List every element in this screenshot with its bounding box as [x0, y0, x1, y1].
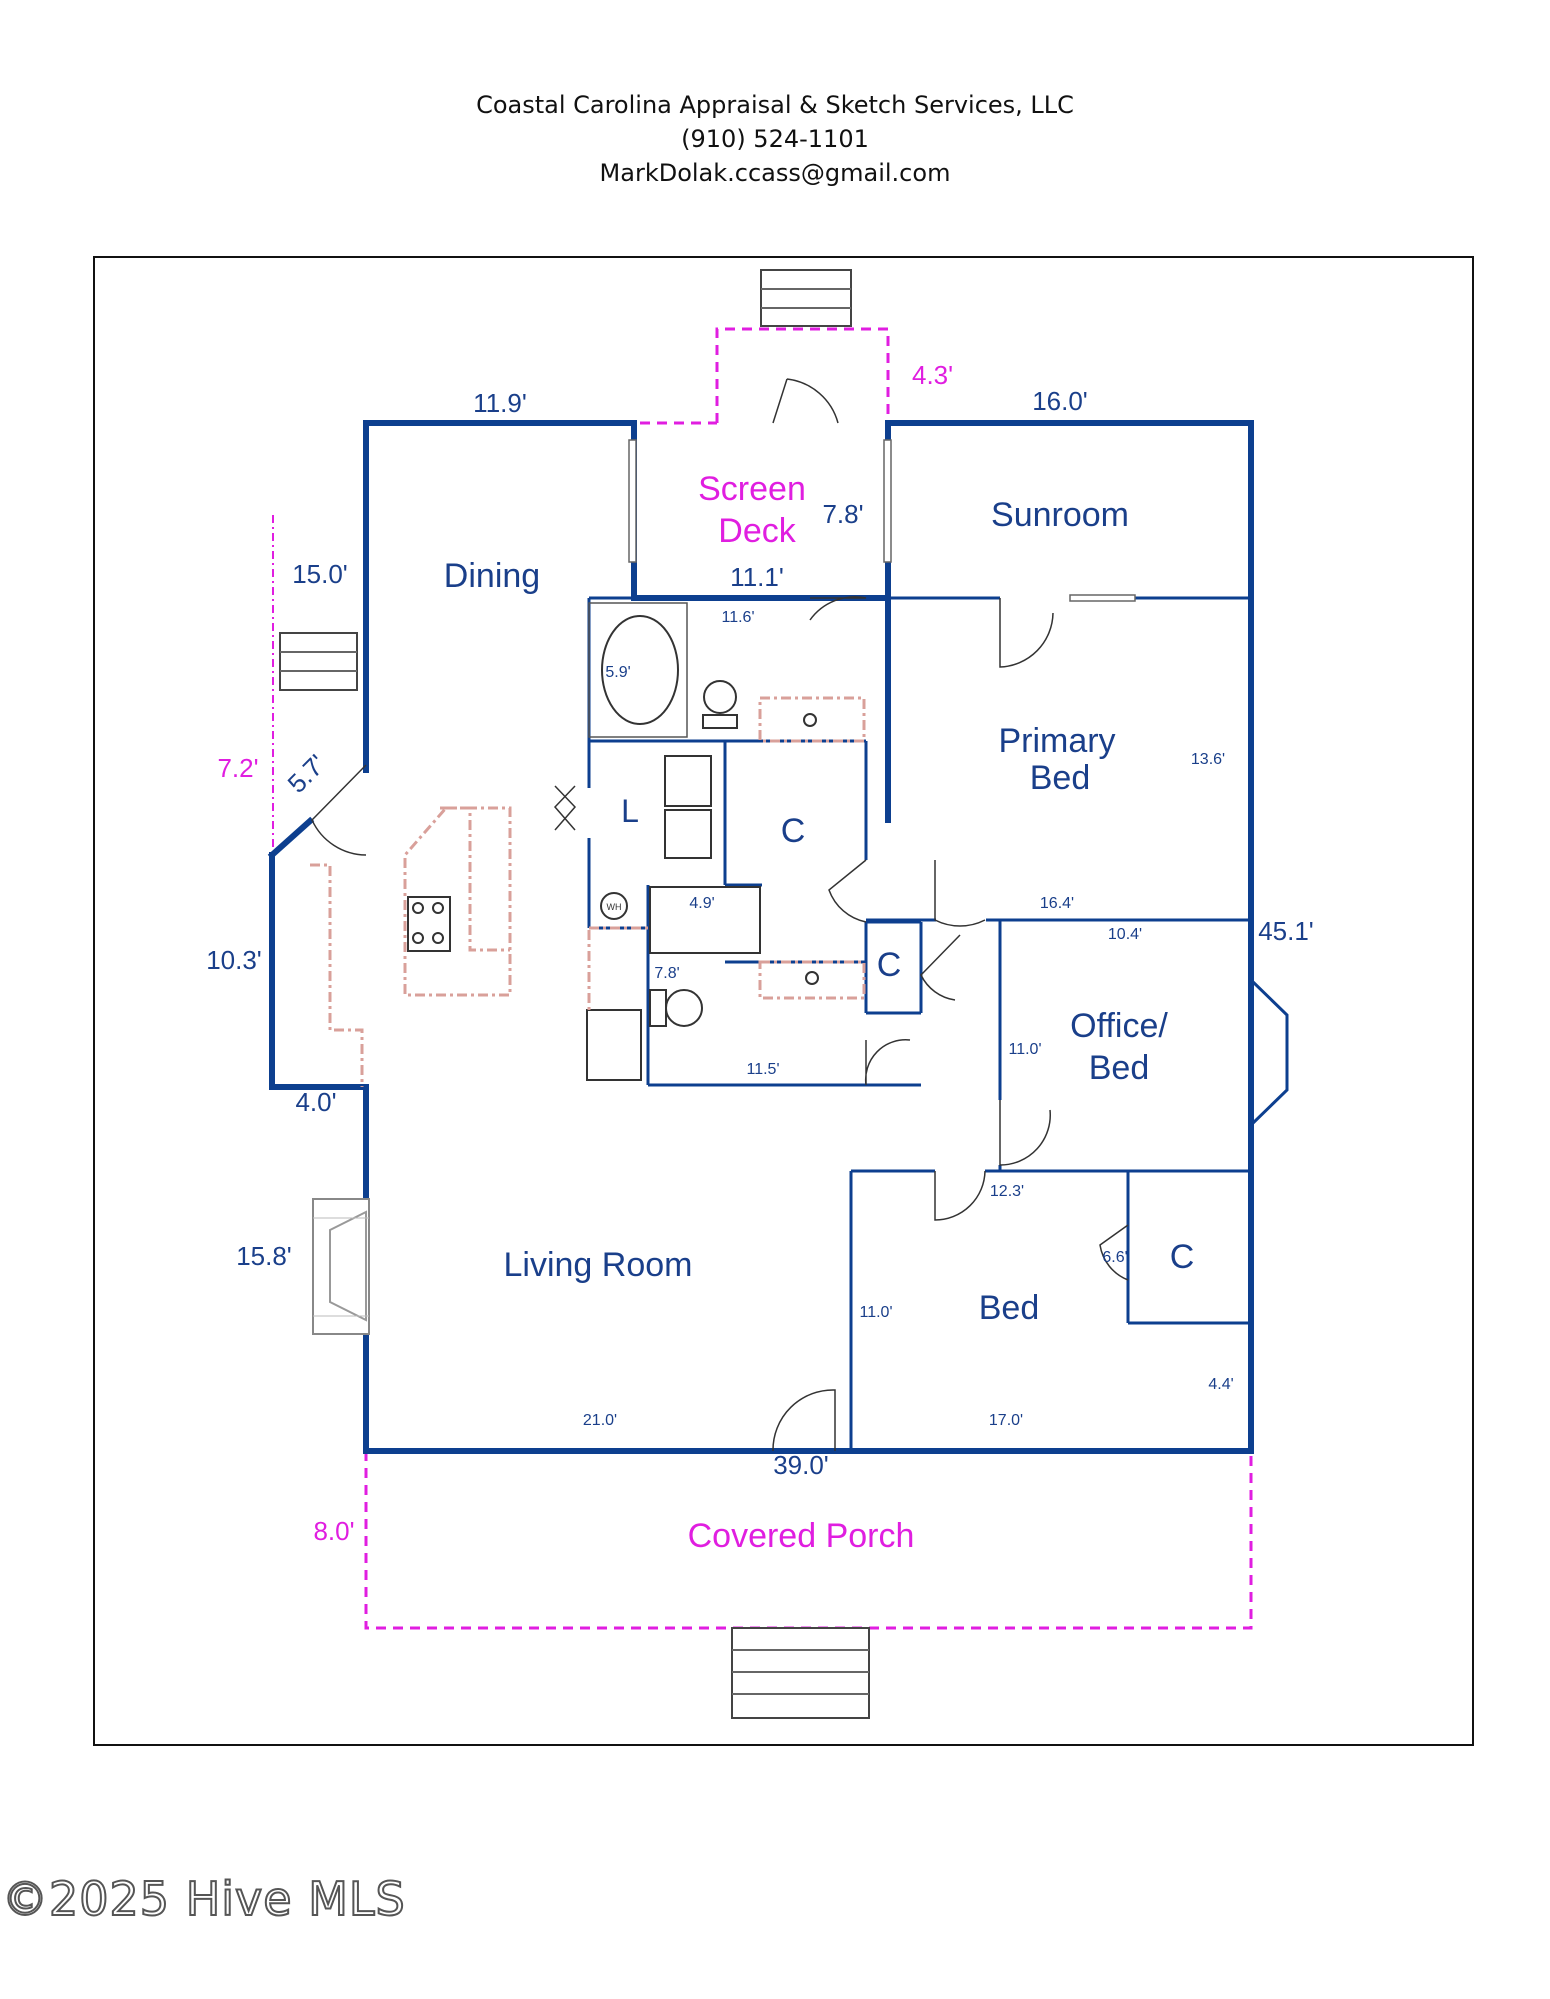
room-labels: Screen Deck Sunroom Dining Primary Bed L…: [444, 470, 1194, 1555]
dimension-labels: 11.9' 4.3' 16.0' 7.8' 11.1' 15.0' 5.7' 7…: [206, 360, 1314, 1546]
company-phone: (910) 524-1101: [681, 125, 869, 153]
room-screen-deck-2: Deck: [718, 512, 796, 550]
dim-bed-closet-depth: 4.4': [1208, 1376, 1233, 1393]
dim-house-depth: 45.1': [1258, 916, 1314, 946]
dim-deck-depth: 7.8': [822, 499, 863, 529]
dim-bed-bottom: 17.0': [989, 1412, 1023, 1429]
dim-shower: 4.9': [689, 895, 714, 912]
dim-angle-wall: 5.7': [281, 748, 331, 798]
room-laundry: L: [621, 793, 639, 829]
dim-bath2-depth: 7.8': [654, 965, 679, 982]
dim-bed-depth: 11.0': [859, 1304, 892, 1321]
room-sunroom: Sunroom: [991, 496, 1129, 534]
company-email: MarkDolak.ccass@gmail.com: [599, 159, 951, 187]
dim-primary-width: 16.4': [1040, 895, 1074, 912]
dim-office-depth: 11.0': [1008, 1041, 1041, 1058]
dim-porch-depth: 8.0': [313, 1516, 354, 1546]
room-living: Living Room: [504, 1246, 693, 1284]
dim-bed-closet: 6.6': [1102, 1249, 1127, 1266]
dim-left-step: 7.2': [217, 753, 258, 783]
company-name: Coastal Carolina Appraisal & Sketch Serv…: [476, 91, 1074, 119]
room-screen-deck-1: Screen: [698, 470, 806, 508]
steps: [279, 269, 870, 1719]
room-primary-bed-1: Primary: [998, 722, 1115, 760]
mls-watermark: ©2025 Hive MLS: [1, 1871, 406, 1927]
dim-tub: 5.9': [605, 664, 630, 681]
water-heater-label: WH: [607, 902, 622, 912]
room-closet-bed: C: [1170, 1238, 1195, 1276]
dim-deck-step: 4.3': [912, 360, 953, 390]
dim-deck-width: 11.1': [730, 562, 784, 592]
dim-left-lower: 10.3': [206, 945, 262, 975]
dim-living-bottom: 21.0': [583, 1412, 617, 1429]
sketch-frame: [93, 256, 1474, 1746]
fireplace: [312, 1198, 370, 1335]
room-office-1: Office/: [1070, 1007, 1168, 1045]
doors: [311, 378, 1129, 1452]
dim-bath-top: 11.6': [721, 609, 754, 626]
dim-dining-top: 11.9': [473, 388, 527, 418]
room-closet-center: C: [781, 812, 806, 850]
room-primary-bed-2: Bed: [1030, 759, 1091, 797]
room-bed: Bed: [979, 1289, 1040, 1327]
room-office-2: Bed: [1089, 1049, 1150, 1087]
fixtures: [310, 602, 866, 1087]
dim-dining-left: 15.0': [292, 559, 348, 589]
dim-house-width: 39.0': [773, 1450, 829, 1480]
dim-fireplace-wall: 15.8': [236, 1241, 292, 1271]
dim-bath2-width: 11.5': [746, 1061, 779, 1078]
dim-sunroom-top: 16.0': [1032, 386, 1088, 416]
room-closet-small: C: [877, 946, 902, 984]
room-covered-porch: Covered Porch: [688, 1517, 915, 1555]
dim-bed-width: 12.3': [990, 1183, 1024, 1200]
dim-primary-depth: 13.6': [1191, 751, 1225, 768]
sketch-header: Coastal Carolina Appraisal & Sketch Serv…: [0, 88, 1550, 190]
dim-office-width: 10.4': [1108, 926, 1142, 943]
room-dining: Dining: [444, 557, 540, 595]
windows: [628, 439, 1136, 602]
dim-jog: 4.0': [295, 1087, 336, 1117]
